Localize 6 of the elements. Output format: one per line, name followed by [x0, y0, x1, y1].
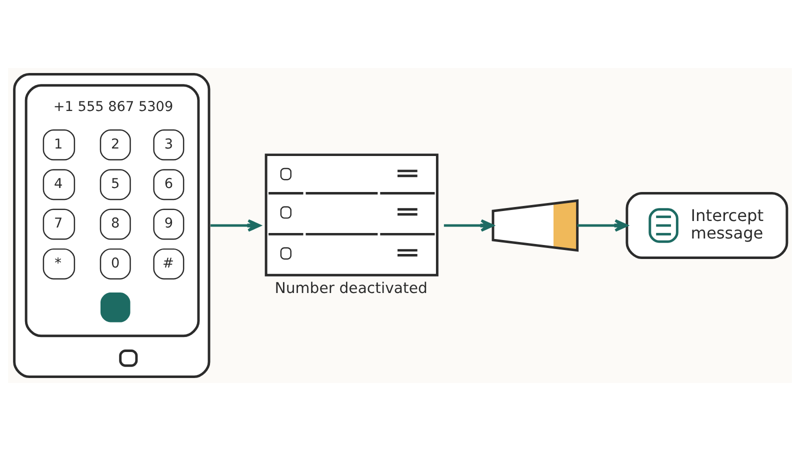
- arrow: [210, 218, 261, 232]
- arrow: [577, 218, 628, 232]
- node-box: Intercept message: [626, 192, 788, 258]
- arrow: [444, 218, 494, 232]
- node-picture: [492, 198, 579, 252]
- node-label: Number deactivated: [274, 278, 428, 297]
